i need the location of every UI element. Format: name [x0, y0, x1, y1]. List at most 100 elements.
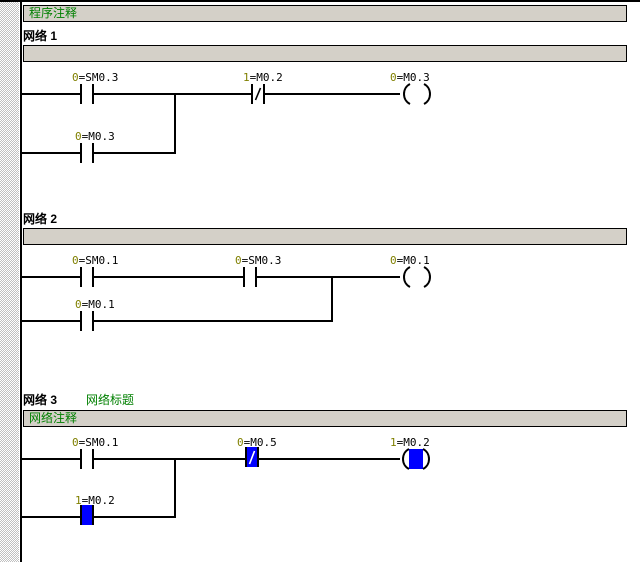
operand-eq: =	[78, 71, 86, 84]
contact-bar-right	[255, 267, 257, 287]
contact-no-sm01[interactable]	[80, 449, 94, 469]
contact-fill	[82, 84, 92, 104]
contact-bar-right	[92, 267, 94, 287]
operand-address: M0.5	[250, 436, 277, 449]
contact-bar-left	[80, 505, 82, 525]
coil-m03[interactable]	[398, 83, 436, 105]
operand-address: M0.1	[403, 254, 430, 267]
operand-value: 1	[390, 436, 397, 449]
contact-no-sm01[interactable]	[80, 267, 94, 287]
operand-address: M0.2	[256, 71, 283, 84]
coil-m01[interactable]	[398, 266, 436, 288]
operand-eq: =	[78, 436, 86, 449]
contact-fill	[82, 449, 92, 469]
window-top-border	[0, 0, 640, 2]
contact-no-sm03[interactable]	[80, 84, 94, 104]
operand-eq: =	[81, 494, 89, 507]
contact-bar-right	[92, 84, 94, 104]
contact-nc-m05-powered[interactable]	[245, 447, 259, 467]
operand-value: 0	[75, 130, 82, 143]
wire-segment	[256, 276, 400, 278]
operand-value: 1	[243, 71, 250, 84]
operand-eq: =	[243, 436, 251, 449]
operand-value: 0	[237, 436, 244, 449]
contact-no-m02-powered[interactable]	[80, 505, 94, 525]
contact-fill	[245, 267, 255, 287]
operand-label: 1=M0.2	[75, 494, 115, 507]
network-2-label: 网络 2	[23, 212, 58, 226]
operand-address: M0.1	[88, 298, 115, 311]
operand-value: 0	[72, 254, 79, 267]
contact-no-sm03[interactable]	[243, 267, 257, 287]
operand-address: SM0.3	[248, 254, 282, 267]
operand-label: 0=SM0.1	[72, 254, 118, 267]
operand-value: 0	[72, 436, 79, 449]
operand-address: SM0.1	[85, 436, 119, 449]
wire-segment	[93, 516, 176, 518]
operand-eq: =	[241, 254, 249, 267]
wire-segment	[93, 320, 333, 322]
contact-no-m03[interactable]	[80, 143, 94, 163]
operand-value: 0	[75, 298, 82, 311]
network-2-comment-bar[interactable]	[23, 228, 627, 245]
wire-segment	[22, 276, 80, 278]
network-1-label: 网络 1	[23, 29, 58, 43]
wire-segment	[93, 458, 245, 460]
wire-segment	[93, 93, 251, 95]
contact-bar-left	[80, 143, 82, 163]
contact-nc-m02[interactable]	[251, 84, 265, 104]
operand-value: 0	[390, 254, 397, 267]
operand-eq: =	[249, 71, 257, 84]
operand-address: M0.3	[403, 71, 430, 84]
contact-bar-right	[92, 311, 94, 331]
coil-m02-powered[interactable]	[396, 447, 434, 470]
wire-segment	[22, 152, 80, 154]
branch-connector	[174, 458, 176, 518]
network-3-comment-bar[interactable]: 网络注释	[23, 410, 627, 427]
operand-eq: =	[396, 436, 404, 449]
program-comment-bar[interactable]: 程序注释	[23, 5, 627, 22]
contact-fill	[82, 267, 92, 287]
operand-address: SM0.3	[85, 71, 119, 84]
contact-bar-left	[80, 449, 82, 469]
operand-label: 0=SM0.3	[72, 71, 118, 84]
contact-bar-left	[243, 267, 245, 287]
negation-slash-icon	[251, 84, 265, 104]
wire-segment	[22, 320, 80, 322]
operand-value: 1	[75, 494, 82, 507]
operand-label: 0=M0.3	[75, 130, 115, 143]
network-3-title[interactable]: 网络标题	[86, 393, 135, 407]
contact-fill	[82, 311, 92, 331]
contact-bar-right	[92, 505, 94, 525]
contact-bar-left	[245, 447, 247, 467]
wire-segment	[22, 458, 80, 460]
network-1-comment-bar[interactable]	[23, 45, 627, 62]
operand-address: M0.2	[88, 494, 115, 507]
operand-label: 0=M0.5	[237, 436, 277, 449]
contact-bar-right	[92, 143, 94, 163]
operand-label: 0=M0.1	[75, 298, 115, 311]
contact-bar-left	[80, 267, 82, 287]
wire-segment	[22, 93, 80, 95]
operand-eq: =	[396, 71, 404, 84]
wire-segment	[258, 458, 400, 460]
wire-segment	[93, 276, 243, 278]
operand-eq: =	[81, 298, 89, 311]
branch-connector	[174, 93, 176, 154]
operand-label: 0=M0.3	[390, 71, 430, 84]
contact-bar-left	[251, 84, 253, 104]
operand-eq: =	[81, 130, 89, 143]
operand-eq: =	[396, 254, 404, 267]
wire-segment	[22, 516, 80, 518]
operand-label: 1=M0.2	[390, 436, 430, 449]
operand-label: 0=M0.1	[390, 254, 430, 267]
network-3-label: 网络 3	[23, 393, 58, 407]
contact-bar-left	[80, 84, 82, 104]
operand-label: 0=SM0.3	[235, 254, 281, 267]
contact-no-m01[interactable]	[80, 311, 94, 331]
contact-bar-right	[263, 84, 265, 104]
wire-segment	[264, 93, 400, 95]
contact-bar-right	[257, 447, 259, 467]
operand-value: 0	[235, 254, 242, 267]
